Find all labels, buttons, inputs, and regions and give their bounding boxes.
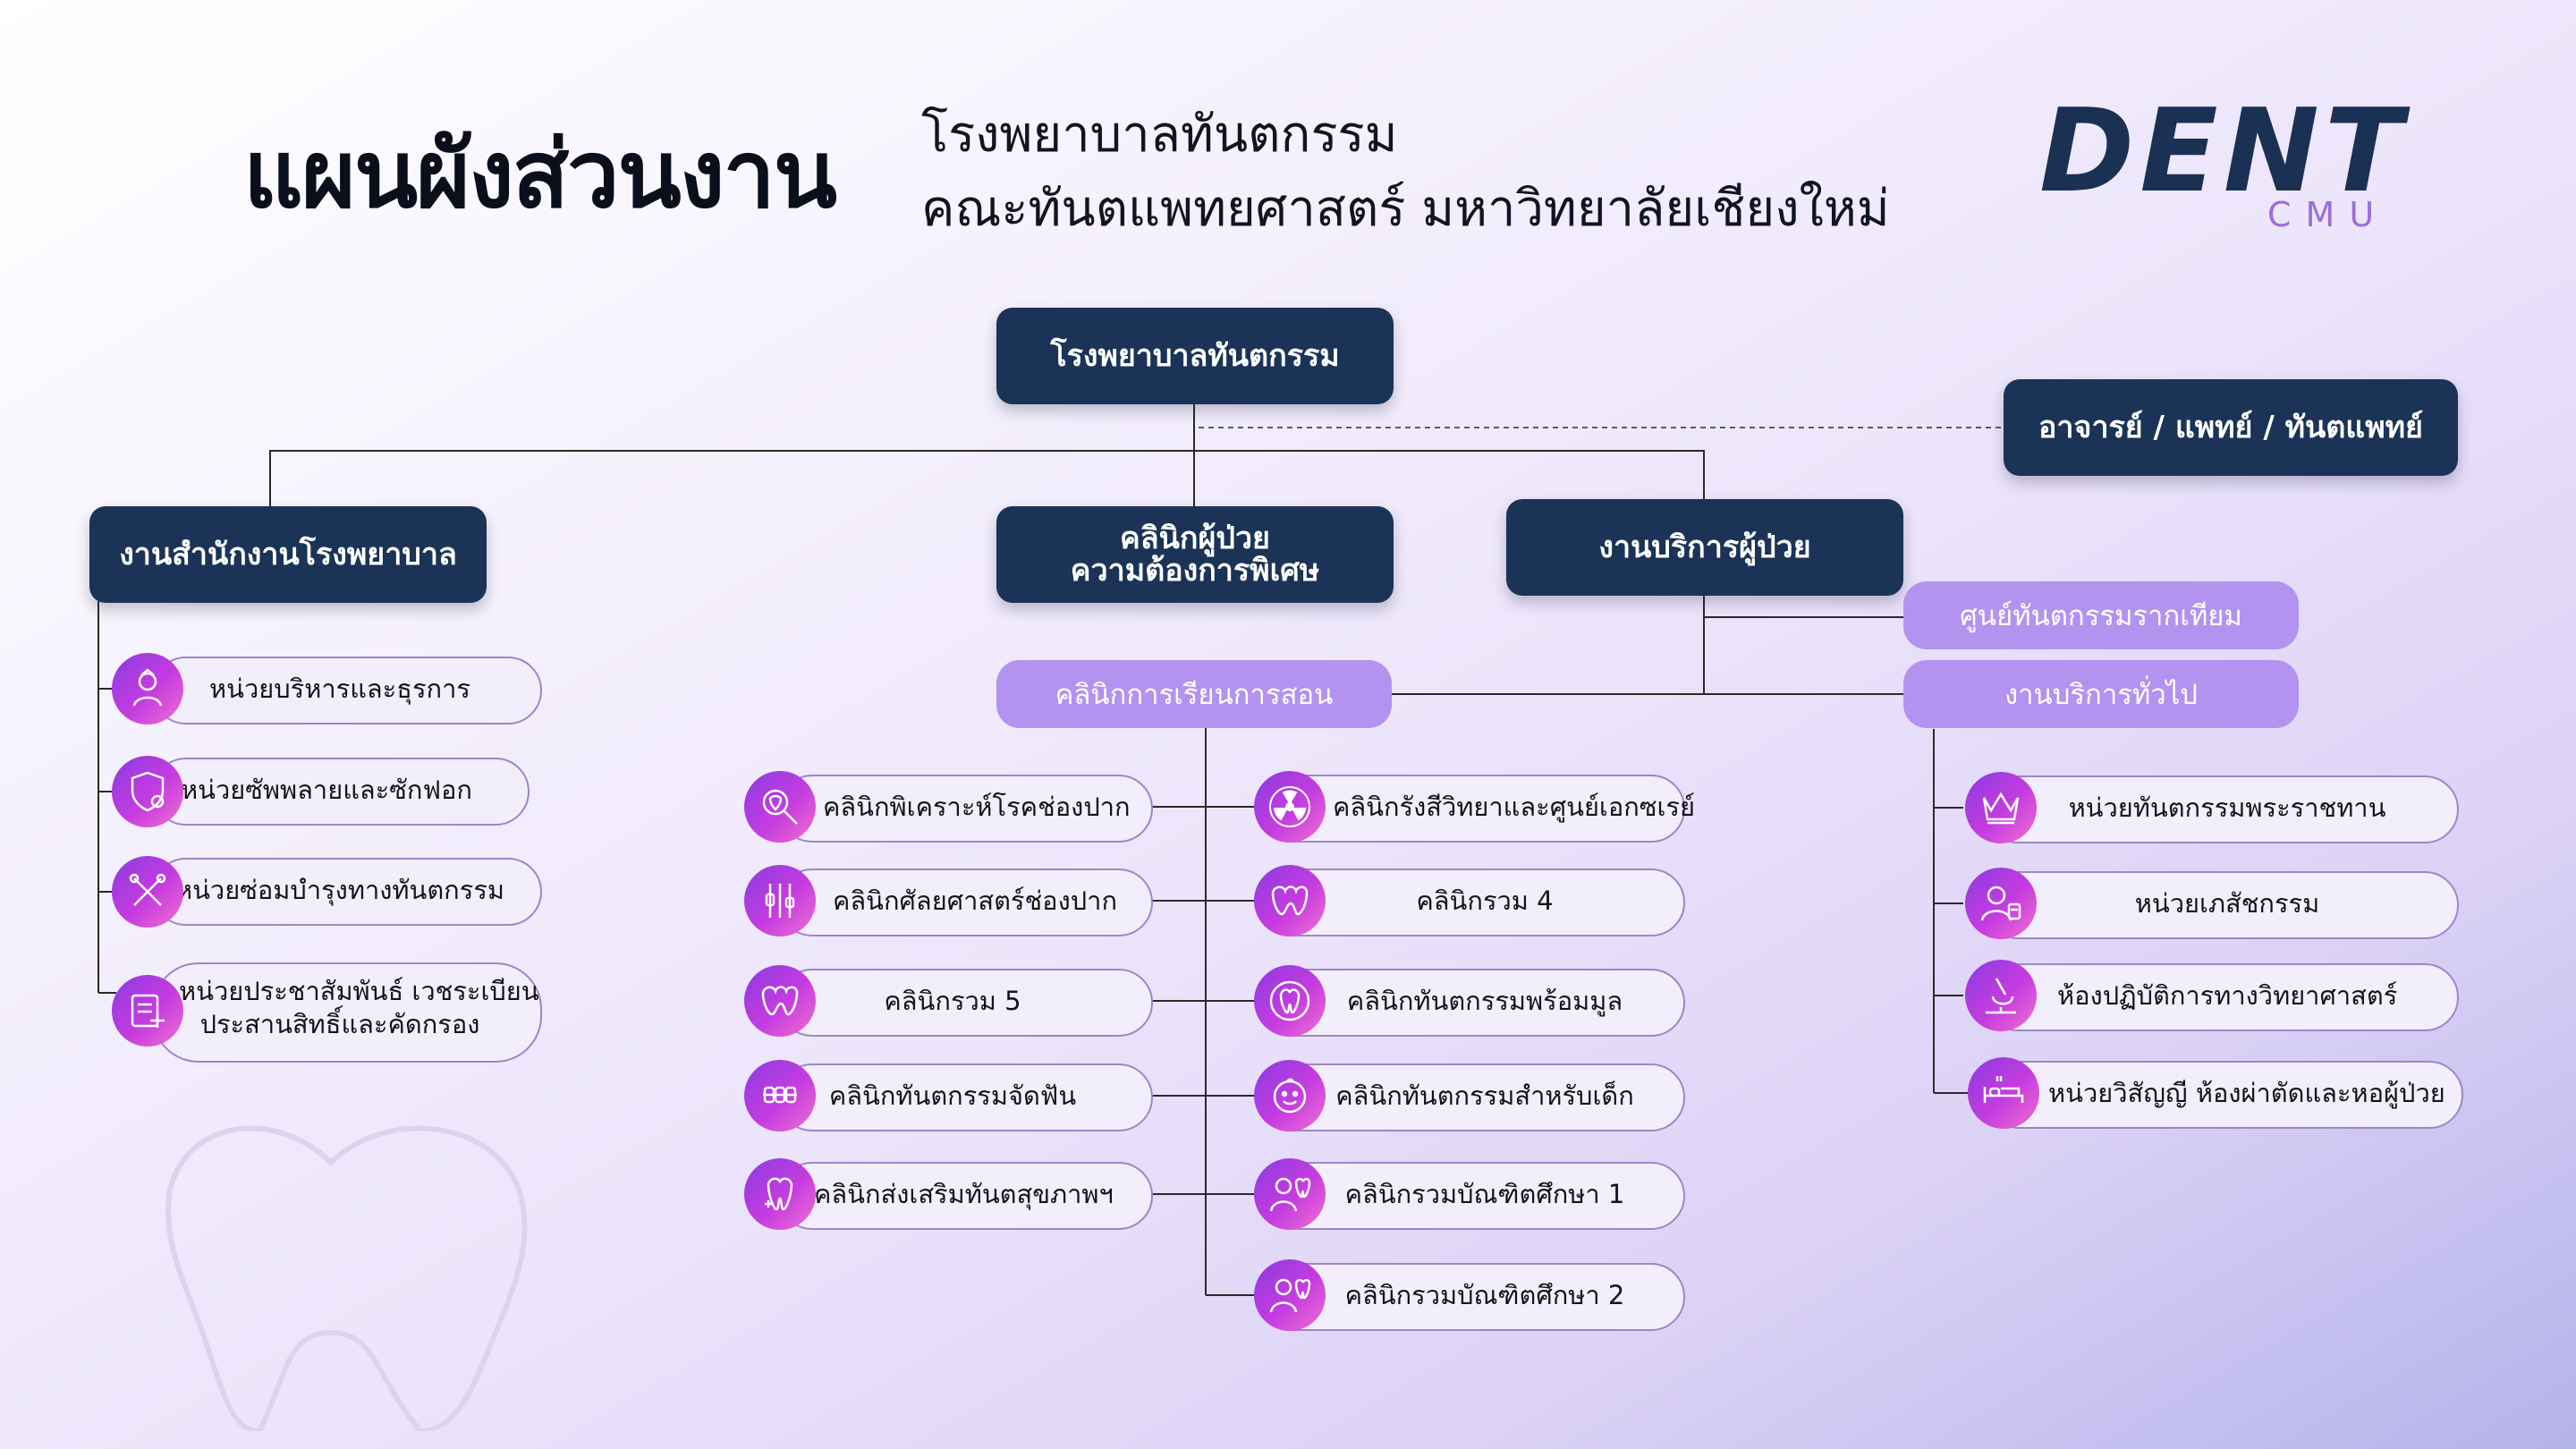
office-unit-label-line2: ประสานสิทธิ์และคัดกรอง (199, 1009, 480, 1039)
child-face-icon (1254, 1060, 1326, 1131)
cmu-logo-text: CMU (2267, 195, 2389, 234)
tooth-circle-icon (1254, 965, 1326, 1037)
dent-logo: DENT (2039, 85, 2409, 218)
clinic-label: คลินิกทันตกรรมจัดฟัน (828, 1080, 1077, 1111)
records-icon (112, 975, 183, 1046)
teeth-icon (744, 965, 816, 1037)
general-unit-pill (1986, 1061, 2463, 1129)
braces-icon (744, 1060, 816, 1131)
general-unit-pill (1984, 871, 2459, 939)
tooth-health-icon (744, 1158, 816, 1230)
decorative-tooth-outline-icon (165, 1125, 528, 1431)
hospital-bed-icon (1968, 1057, 2039, 1129)
special-needs-line2: ความต้องการพิเศษ (1070, 553, 1320, 589)
page-title: แผนผังส่วนงาน (243, 120, 837, 229)
office-unit-pill (152, 858, 542, 926)
clinic-label: คลินิกรวม 4 (1416, 886, 1554, 916)
general-unit-pill (1984, 963, 2459, 1031)
pharmacist-icon (1965, 868, 2037, 939)
implant-center-node: ศูนย์ทันตกรรมรากเทียม (1903, 581, 2299, 649)
surgery-instruments-icon (744, 865, 816, 936)
clinic-label: คลินิกรังสีวิทยาและศูนย์เอกซเรย์ (1333, 792, 1695, 822)
clinic-label: คลินิกพิเคราะห์โรคช่องปาก (823, 792, 1131, 822)
clinic-pill (778, 1162, 1153, 1230)
staff-node: อาจารย์ / แพทย์ / ทันตแพทย์ (2004, 379, 2458, 476)
dentist-tooth-icon (1254, 1259, 1326, 1331)
clinic-label: คลินิกรวม 5 (884, 986, 1021, 1016)
radiation-icon (1254, 771, 1326, 843)
clinic-pill (1257, 1263, 1685, 1331)
clinic-label: คลินิกรวมบัณฑิตศึกษา 2 (1344, 1280, 1625, 1310)
tools-icon (112, 856, 183, 928)
office-unit-pill (152, 758, 530, 826)
clinic-pill (1257, 869, 1685, 936)
general-unit-pill (1984, 775, 2459, 843)
tooth-magnifier-icon (744, 771, 816, 843)
crown-icon (1965, 772, 2037, 843)
faculty-subtitle: คณะทันตแพทยศาสตร์ มหาวิทยาลัยเชียงใหม่ (921, 180, 1890, 238)
office-unit-label: หน่วยบริหารและธุรการ (209, 674, 470, 704)
root-node: โรงพยาบาลทันตกรรม (996, 308, 1394, 404)
admin-person-icon (112, 653, 183, 724)
general-unit-label: หน่วยวิสัญญี ห้องผ่าตัดและหอผู้ป่วย (2048, 1078, 2445, 1108)
clinic-pill (778, 869, 1153, 936)
clinic-pill (1257, 775, 1685, 843)
special-needs-line1: คลินิกผู้ป่วย (1120, 521, 1270, 556)
general-unit-label: หน่วยทันตกรรมพระราชทาน (2068, 792, 2386, 823)
dentist-tooth-icon (1254, 1158, 1326, 1230)
clinic-label: คลินิกทันตกรรมสำหรับเด็ก (1335, 1080, 1634, 1111)
clinic-pill (778, 1063, 1153, 1131)
special-needs-node: คลินิกผู้ป่วย ความต้องการพิเศษ (996, 506, 1394, 603)
office-node: งานสำนักงานโรงพยาบาล (89, 506, 487, 603)
clinic-label: คลินิกศัลยศาสตร์ช่องปาก (832, 886, 1118, 916)
general-unit-label: หน่วยเภสัชกรรม (2134, 888, 2320, 919)
clinic-pill (1257, 1162, 1685, 1230)
supply-shield-icon (112, 756, 183, 827)
microscope-icon (1965, 960, 2037, 1031)
teeth-icon (1254, 865, 1326, 936)
office-unit-label: หน่วยซ่อมบำรุงทางทันตกรรม (174, 875, 505, 905)
office-unit-label: หน่วยซัพพลายและซักฟอก (181, 775, 472, 805)
patient-service-node: งานบริการผู้ป่วย (1506, 499, 1903, 596)
office-unit-pill (152, 962, 542, 1063)
teaching-clinic-node: คลินิกการเรียนการสอน (996, 660, 1392, 728)
clinic-label: คลินิกส่งเสริมทันตสุขภาพฯ (814, 1179, 1114, 1209)
clinic-pill (1257, 1063, 1685, 1131)
hospital-subtitle: โรงพยาบาลทันตกรรม (921, 106, 1398, 164)
general-unit-label: ห้องปฏิบัติการทางวิทยาศาสตร์ (2057, 980, 2398, 1011)
clinic-label: คลินิกรวมบัณฑิตศึกษา 1 (1344, 1179, 1625, 1209)
clinic-pill (778, 969, 1153, 1037)
office-unit-label: หน่วยประชาสัมพันธ์ เวชระเบียน (179, 976, 539, 1006)
clinic-pill (1257, 969, 1685, 1037)
general-service-node: งานบริการทั่วไป (1903, 660, 2299, 728)
clinic-label: คลินิกทันตกรรมพร้อมมูล (1346, 986, 1623, 1016)
